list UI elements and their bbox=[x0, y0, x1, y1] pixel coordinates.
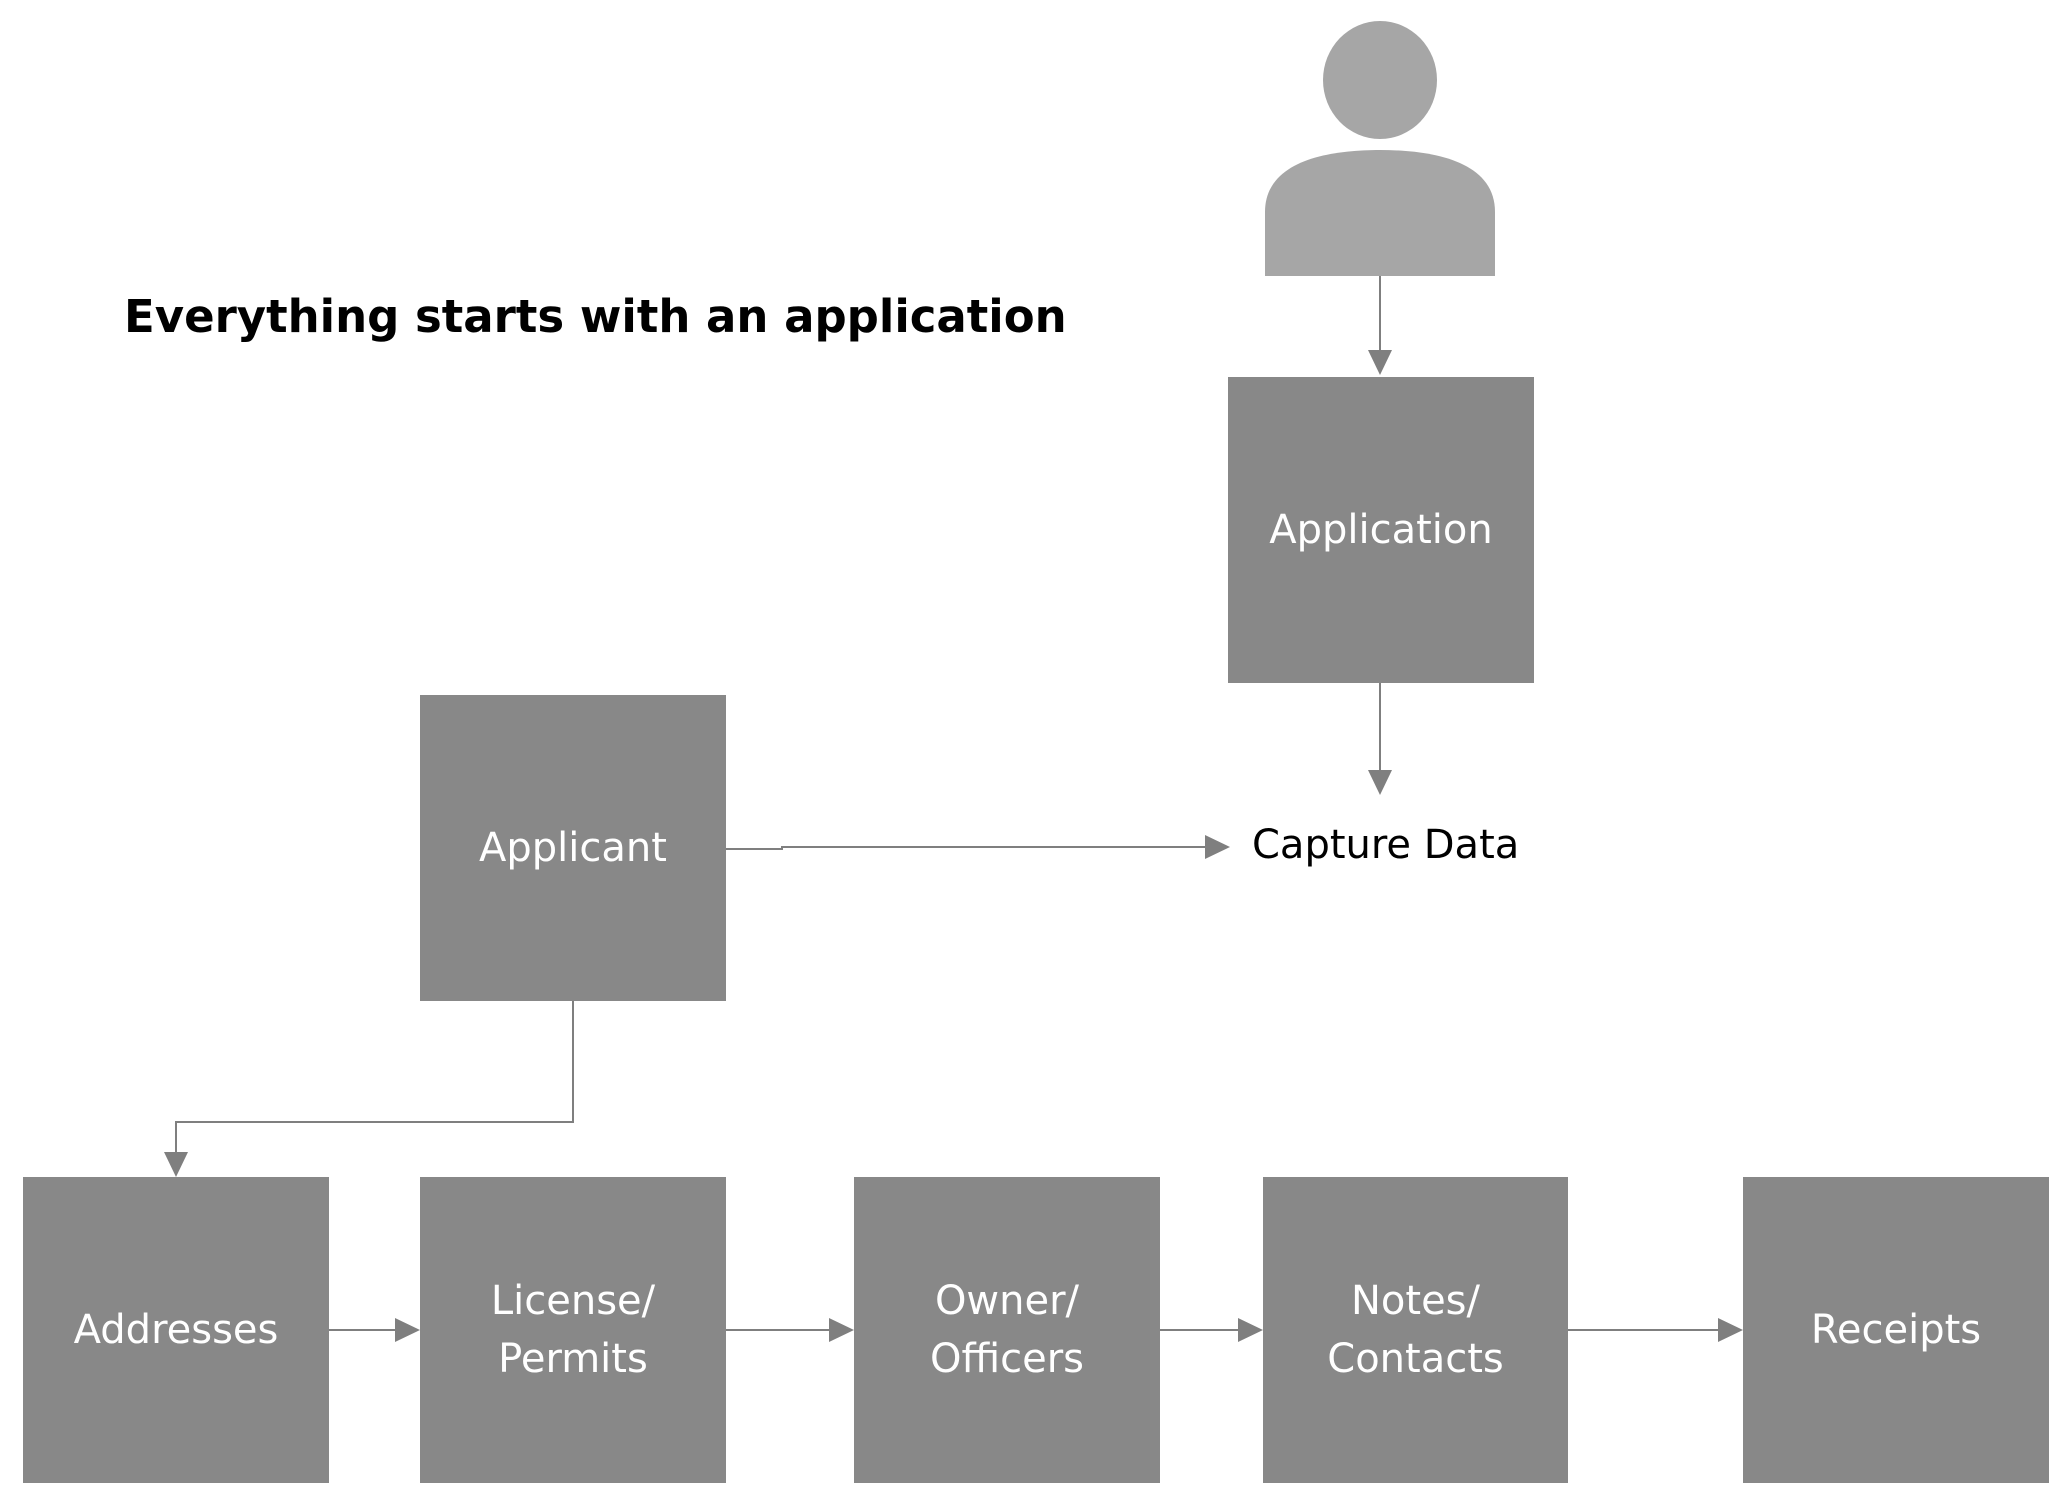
receipts-label: Receipts bbox=[1810, 1307, 1982, 1353]
owner-officers-label: Owner/ Officers bbox=[929, 1278, 1085, 1382]
arrowhead-notes-to-receipts bbox=[1718, 1318, 1743, 1342]
connector-applicant-to-addresses bbox=[175, 1001, 574, 1152]
connector-applicant-to-capture bbox=[726, 846, 1205, 850]
addresses-box: Addresses bbox=[23, 1177, 329, 1483]
application-label: Application bbox=[1269, 507, 1493, 553]
arrowhead-applicant-to-capture bbox=[1205, 835, 1230, 859]
notes-contacts-box: Notes/ Contacts bbox=[1263, 1177, 1568, 1483]
license-permits-label: License/ Permits bbox=[490, 1278, 656, 1382]
application-box: Application bbox=[1228, 377, 1534, 683]
arrowhead-person-to-application bbox=[1368, 350, 1392, 375]
license-permits-box: License/ Permits bbox=[420, 1177, 726, 1483]
arrowhead-license-to-owner bbox=[829, 1318, 854, 1342]
receipts-box: Receipts bbox=[1743, 1177, 2049, 1483]
notes-contacts-label: Notes/ Contacts bbox=[1327, 1278, 1504, 1382]
capture-data-label: Capture Data bbox=[1252, 822, 1520, 868]
arrowhead-addresses-to-license bbox=[395, 1318, 420, 1342]
applicant-label: Applicant bbox=[479, 825, 667, 871]
applicant-box: Applicant bbox=[420, 695, 726, 1001]
arrowhead-applicant-to-addresses bbox=[164, 1152, 188, 1177]
arrowhead-owner-to-notes bbox=[1238, 1318, 1263, 1342]
person-icon bbox=[1265, 21, 1495, 276]
diagram-title: Everything starts with an application bbox=[124, 290, 1067, 343]
addresses-label: Addresses bbox=[73, 1307, 279, 1353]
arrowhead-application-to-capture bbox=[1368, 770, 1392, 795]
owner-officers-box: Owner/ Officers bbox=[854, 1177, 1160, 1483]
